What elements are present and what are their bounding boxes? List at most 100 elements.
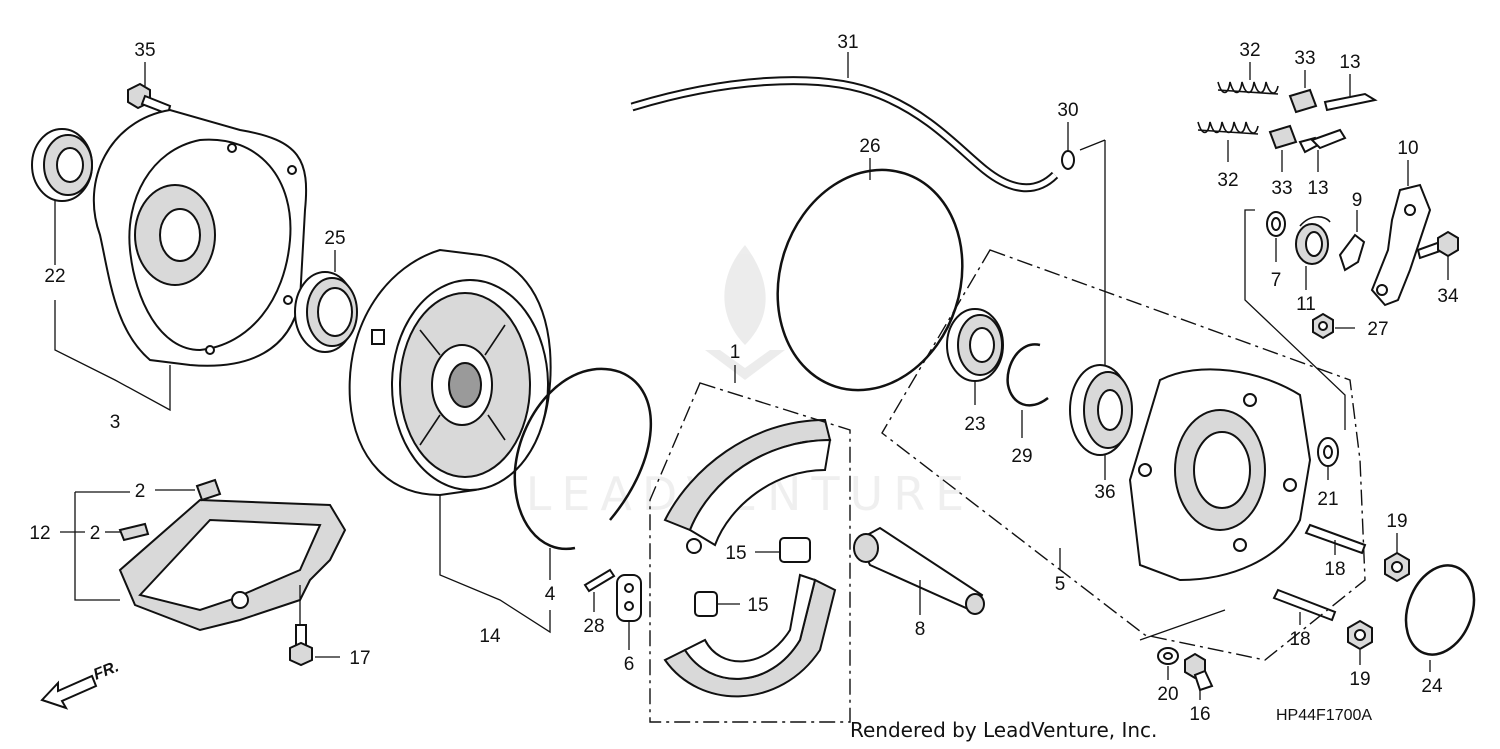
plate-6[interactable] bbox=[616, 574, 642, 622]
callout-35: 35 bbox=[134, 40, 155, 61]
bracket-7-21 bbox=[1244, 209, 1346, 430]
collar-33-lower[interactable] bbox=[1268, 124, 1298, 150]
bearing-36[interactable] bbox=[1069, 364, 1133, 456]
seal-21[interactable] bbox=[1317, 437, 1339, 467]
nut-27[interactable] bbox=[1312, 312, 1334, 340]
nut-19-lower[interactable] bbox=[1347, 619, 1373, 651]
callout-10: 10 bbox=[1397, 138, 1418, 159]
callout-25: 25 bbox=[324, 228, 345, 249]
leader-3 bbox=[54, 300, 171, 412]
brake-panel-14[interactable] bbox=[348, 248, 552, 497]
breather-tube-31[interactable] bbox=[630, 76, 1059, 193]
diagram-code: HP44F1700A bbox=[1276, 707, 1372, 724]
callout-13-upper: 13 bbox=[1339, 52, 1360, 73]
washer-20[interactable] bbox=[1157, 647, 1179, 665]
pin-13-lower[interactable] bbox=[1298, 128, 1347, 154]
spring-32-lower[interactable] bbox=[1197, 121, 1259, 135]
callout-24: 24 bbox=[1421, 676, 1443, 697]
front-direction-label: FR. bbox=[91, 658, 121, 683]
callout-18-upper: 18 bbox=[1324, 559, 1345, 580]
seal-23[interactable] bbox=[946, 308, 1004, 382]
brake-arm-10[interactable] bbox=[1370, 183, 1432, 307]
callout-23: 23 bbox=[964, 414, 985, 435]
bolt-35[interactable] bbox=[127, 82, 172, 116]
callout-21: 21 bbox=[1317, 489, 1338, 510]
front-direction-arrow-icon: FR. bbox=[40, 658, 121, 710]
pad-2-upper[interactable] bbox=[195, 478, 222, 502]
spring-32-upper[interactable] bbox=[1217, 81, 1279, 95]
nut-19-upper[interactable] bbox=[1384, 551, 1410, 583]
callout-33-upper: 33 bbox=[1294, 48, 1315, 69]
callout-13-lower: 13 bbox=[1307, 178, 1328, 199]
bracket-20-16 bbox=[1139, 609, 1226, 700]
callout-26: 26 bbox=[859, 136, 880, 157]
callout-32-lower: 32 bbox=[1217, 170, 1238, 191]
callout-6: 6 bbox=[624, 654, 635, 675]
watermark-logo bbox=[705, 245, 785, 380]
bracket-5 bbox=[881, 249, 1366, 661]
leader-36 bbox=[1079, 139, 1106, 480]
stud-18-lower[interactable] bbox=[1272, 588, 1337, 622]
callout-4: 4 bbox=[545, 584, 556, 605]
callout-7: 7 bbox=[1271, 270, 1282, 291]
callout-5: 5 bbox=[1055, 574, 1066, 595]
o-ring-26[interactable] bbox=[750, 146, 990, 415]
pin-13-upper[interactable] bbox=[1323, 92, 1378, 112]
callout-1: 1 bbox=[730, 342, 741, 363]
callout-34: 34 bbox=[1437, 286, 1459, 307]
callout-27: 27 bbox=[1367, 319, 1388, 340]
oil-seal-22[interactable] bbox=[31, 128, 93, 202]
guard-plate-12[interactable] bbox=[118, 498, 347, 632]
callout-32-upper: 32 bbox=[1239, 40, 1260, 61]
callout-16: 16 bbox=[1189, 704, 1210, 725]
callout-2-lower: 2 bbox=[90, 523, 101, 544]
callout-30: 30 bbox=[1057, 100, 1078, 121]
brake-drum-3[interactable] bbox=[92, 108, 308, 367]
callout-28: 28 bbox=[583, 616, 604, 637]
snap-ring-4[interactable] bbox=[513, 367, 653, 551]
callout-3: 3 bbox=[110, 412, 121, 433]
brake-cam-8[interactable] bbox=[853, 526, 985, 615]
return-spring-11[interactable] bbox=[1295, 216, 1331, 265]
callout-18-lower: 18 bbox=[1289, 629, 1310, 650]
spring-15-lower[interactable] bbox=[694, 591, 718, 617]
collar-33-upper[interactable] bbox=[1288, 88, 1318, 114]
leader-12 bbox=[60, 491, 130, 601]
callout-9: 9 bbox=[1352, 190, 1363, 211]
stud-18-upper[interactable] bbox=[1304, 523, 1367, 555]
callout-33-lower: 33 bbox=[1271, 178, 1292, 199]
indicator-plate-9[interactable] bbox=[1338, 233, 1366, 272]
callout-11: 11 bbox=[1296, 294, 1316, 315]
callout-19-lower: 19 bbox=[1349, 669, 1370, 690]
callout-2-upper: 2 bbox=[135, 481, 146, 502]
callout-15-upper: 15 bbox=[725, 543, 746, 564]
seal-25[interactable] bbox=[294, 271, 358, 353]
callout-22: 22 bbox=[44, 266, 65, 287]
spring-15-upper[interactable] bbox=[779, 537, 811, 563]
callout-12: 12 bbox=[29, 523, 50, 544]
gear-case-5[interactable] bbox=[1128, 368, 1312, 582]
pad-2-lower[interactable] bbox=[118, 522, 150, 542]
leader-17 bbox=[299, 585, 340, 658]
callout-17: 17 bbox=[349, 648, 370, 669]
callout-31: 31 bbox=[837, 32, 858, 53]
callout-14: 14 bbox=[479, 626, 501, 647]
callout-36: 36 bbox=[1094, 482, 1115, 503]
bracket-1 bbox=[649, 382, 851, 723]
bolt-16[interactable] bbox=[1184, 652, 1214, 692]
bolt-34[interactable] bbox=[1416, 230, 1459, 260]
callout-19-upper: 19 bbox=[1386, 511, 1407, 532]
callout-8: 8 bbox=[915, 619, 926, 640]
brake-shoe-upper-1[interactable] bbox=[663, 418, 832, 554]
leader-14 bbox=[439, 495, 551, 634]
cotter-pin-28[interactable] bbox=[583, 568, 616, 593]
bolt-17[interactable] bbox=[289, 624, 313, 667]
seal-7[interactable] bbox=[1266, 211, 1286, 237]
o-ring-24[interactable] bbox=[1394, 556, 1486, 664]
callout-15-lower: 15 bbox=[747, 595, 768, 616]
circlip-29[interactable] bbox=[1006, 343, 1049, 407]
clip-30[interactable] bbox=[1061, 150, 1075, 170]
brake-shoe-lower-1[interactable] bbox=[663, 573, 837, 698]
callout-29: 29 bbox=[1011, 446, 1032, 467]
render-credit: Rendered by LeadVenture, Inc. bbox=[850, 718, 1157, 742]
